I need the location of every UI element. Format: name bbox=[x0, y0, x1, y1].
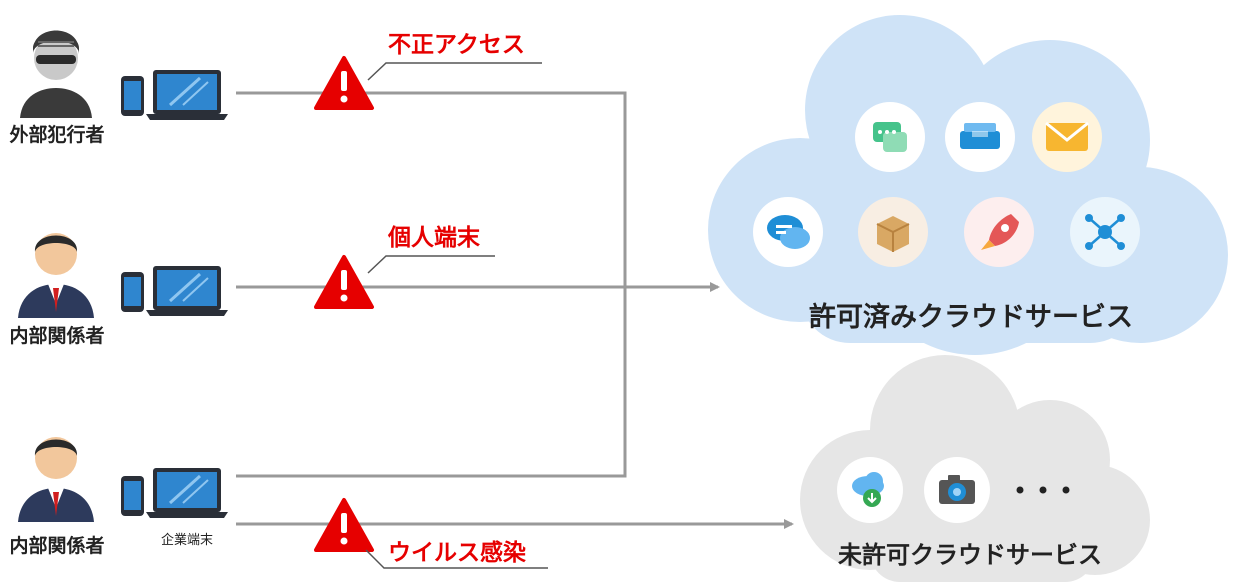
insider-personal: 内部関係者 bbox=[9, 233, 228, 347]
warning-label: 不正アクセス bbox=[388, 32, 525, 58]
line-insider-2 bbox=[236, 287, 627, 478]
warning-unauthorized-access: 不正アクセス bbox=[314, 32, 542, 110]
inbox-tray-icon bbox=[945, 102, 1015, 172]
warning-virus-infection: ウイルス感染 bbox=[314, 498, 548, 569]
camera-icon bbox=[924, 457, 990, 523]
corporate-device-label: 企業端末 bbox=[161, 532, 213, 548]
warning-label: ウイルス感染 bbox=[388, 539, 526, 566]
mail-envelope-icon bbox=[1032, 102, 1102, 172]
chat-bubbles-icon bbox=[855, 102, 925, 172]
insider-corporate: 内部関係者 企業端末 bbox=[9, 437, 228, 557]
laptop-icon bbox=[146, 468, 228, 518]
network-hub-icon bbox=[1070, 197, 1140, 267]
actor-label: 内部関係者 bbox=[9, 534, 104, 557]
rocket-icon bbox=[964, 197, 1034, 267]
warning-personal-device: 個人端末 bbox=[314, 225, 495, 309]
external-attacker: 外部犯行者 bbox=[9, 30, 228, 146]
smartphone-icon bbox=[121, 76, 144, 116]
warning-label: 個人端末 bbox=[387, 225, 481, 251]
actor-label: 外部犯行者 bbox=[9, 123, 104, 146]
actor-label: 内部関係者 bbox=[9, 324, 104, 347]
businessman-avatar-icon bbox=[18, 233, 94, 318]
businessman-avatar-icon bbox=[18, 437, 94, 522]
hacker-avatar-icon bbox=[20, 30, 92, 118]
smartphone-icon bbox=[121, 476, 144, 516]
cloud-download-icon bbox=[837, 457, 903, 523]
smartphone-icon bbox=[121, 272, 144, 312]
line-external-attacker bbox=[236, 91, 627, 287]
package-box-icon bbox=[858, 197, 928, 267]
more-dots-icon bbox=[1016, 486, 1070, 494]
laptop-icon bbox=[146, 70, 228, 120]
message-bubbles-icon bbox=[753, 197, 823, 267]
approved-cloud-label: 許可済みクラウドサービス bbox=[809, 301, 1133, 333]
unapproved-cloud-label: 未許可クラウドサービス bbox=[838, 541, 1102, 569]
laptop-icon bbox=[146, 266, 228, 316]
